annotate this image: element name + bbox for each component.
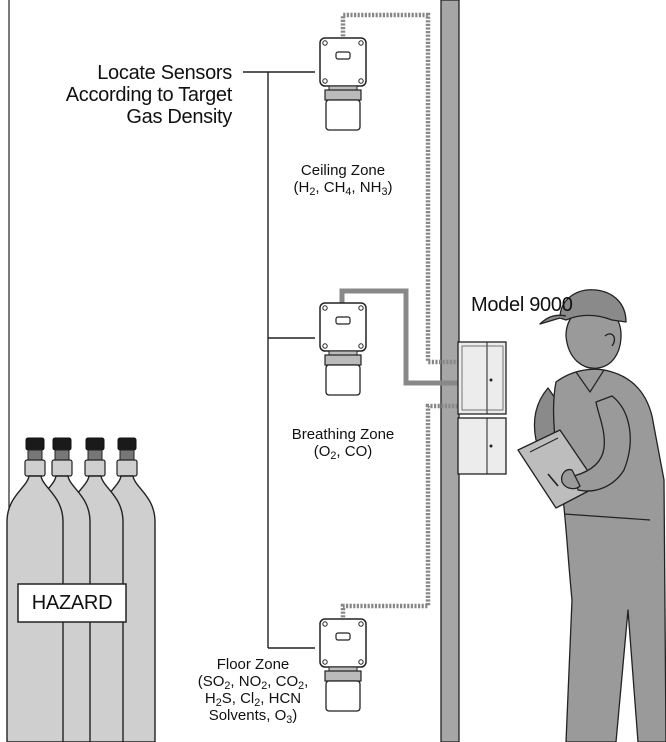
zone-title: Floor Zone — [216, 656, 290, 673]
breathing-zone-label: Breathing Zone (O2, CO) — [278, 426, 408, 462]
callout-line: According to Target — [65, 84, 233, 106]
gas-formula: O3 — [274, 707, 293, 726]
gas-formula: Cl2 — [240, 690, 261, 709]
callout-bracket — [243, 71, 315, 649]
gas-formula: NH3 — [359, 179, 388, 198]
zone-title: Breathing Zone — [291, 426, 395, 443]
ceiling-zone-label: Ceiling Zone (H2, CH4, NH3) — [278, 162, 408, 198]
zone-title: Ceiling Zone — [300, 162, 386, 179]
gas-formula: CH4 — [323, 179, 352, 198]
gas-formula: H2S — [204, 690, 232, 709]
zone-gases: H2S, Cl2, HCN — [204, 690, 302, 709]
zone-gases: (H2, CH4, NH3) — [293, 179, 393, 198]
model-9000-controller — [457, 341, 507, 475]
wall — [440, 0, 460, 742]
gas-formula: SO2 — [202, 673, 231, 692]
zone-gases: Solvents, O3) — [208, 707, 298, 726]
floor-sensor — [319, 618, 367, 712]
callout-line: Locate Sensors — [97, 62, 232, 84]
zone-gases: (SO2, NO2, CO2, — [197, 673, 309, 692]
ceiling-sensor-cable — [340, 12, 458, 365]
floor-sensor-cable — [340, 403, 458, 621]
gas-formula: CO — [344, 443, 368, 460]
ceiling-sensor — [319, 37, 367, 131]
breathing-sensor — [319, 302, 367, 396]
hazard-label: HAZARD — [31, 592, 113, 614]
gas-formula: O2 — [318, 443, 337, 462]
gas-formula: HCN — [268, 690, 302, 707]
floor-zone-label: Floor Zone (SO2, NO2, CO2, H2S, Cl2, HCN… — [188, 656, 318, 726]
callout-line: Gas Density — [126, 106, 232, 128]
gas-formula: H2 — [298, 179, 316, 198]
breathing-sensor-cable — [339, 288, 458, 386]
sensor-placement-callout: Locate Sensors According to Target Gas D… — [65, 62, 233, 128]
hazard-sign — [17, 583, 127, 623]
technician-figure — [517, 289, 666, 742]
gas-formula: CO2 — [275, 673, 305, 692]
gas-formula: NO2 — [238, 673, 268, 692]
gas-formula: Solvents — [208, 707, 267, 724]
model-label: Model 9000 — [471, 294, 573, 316]
zone-gases: (O2, CO) — [313, 443, 373, 462]
